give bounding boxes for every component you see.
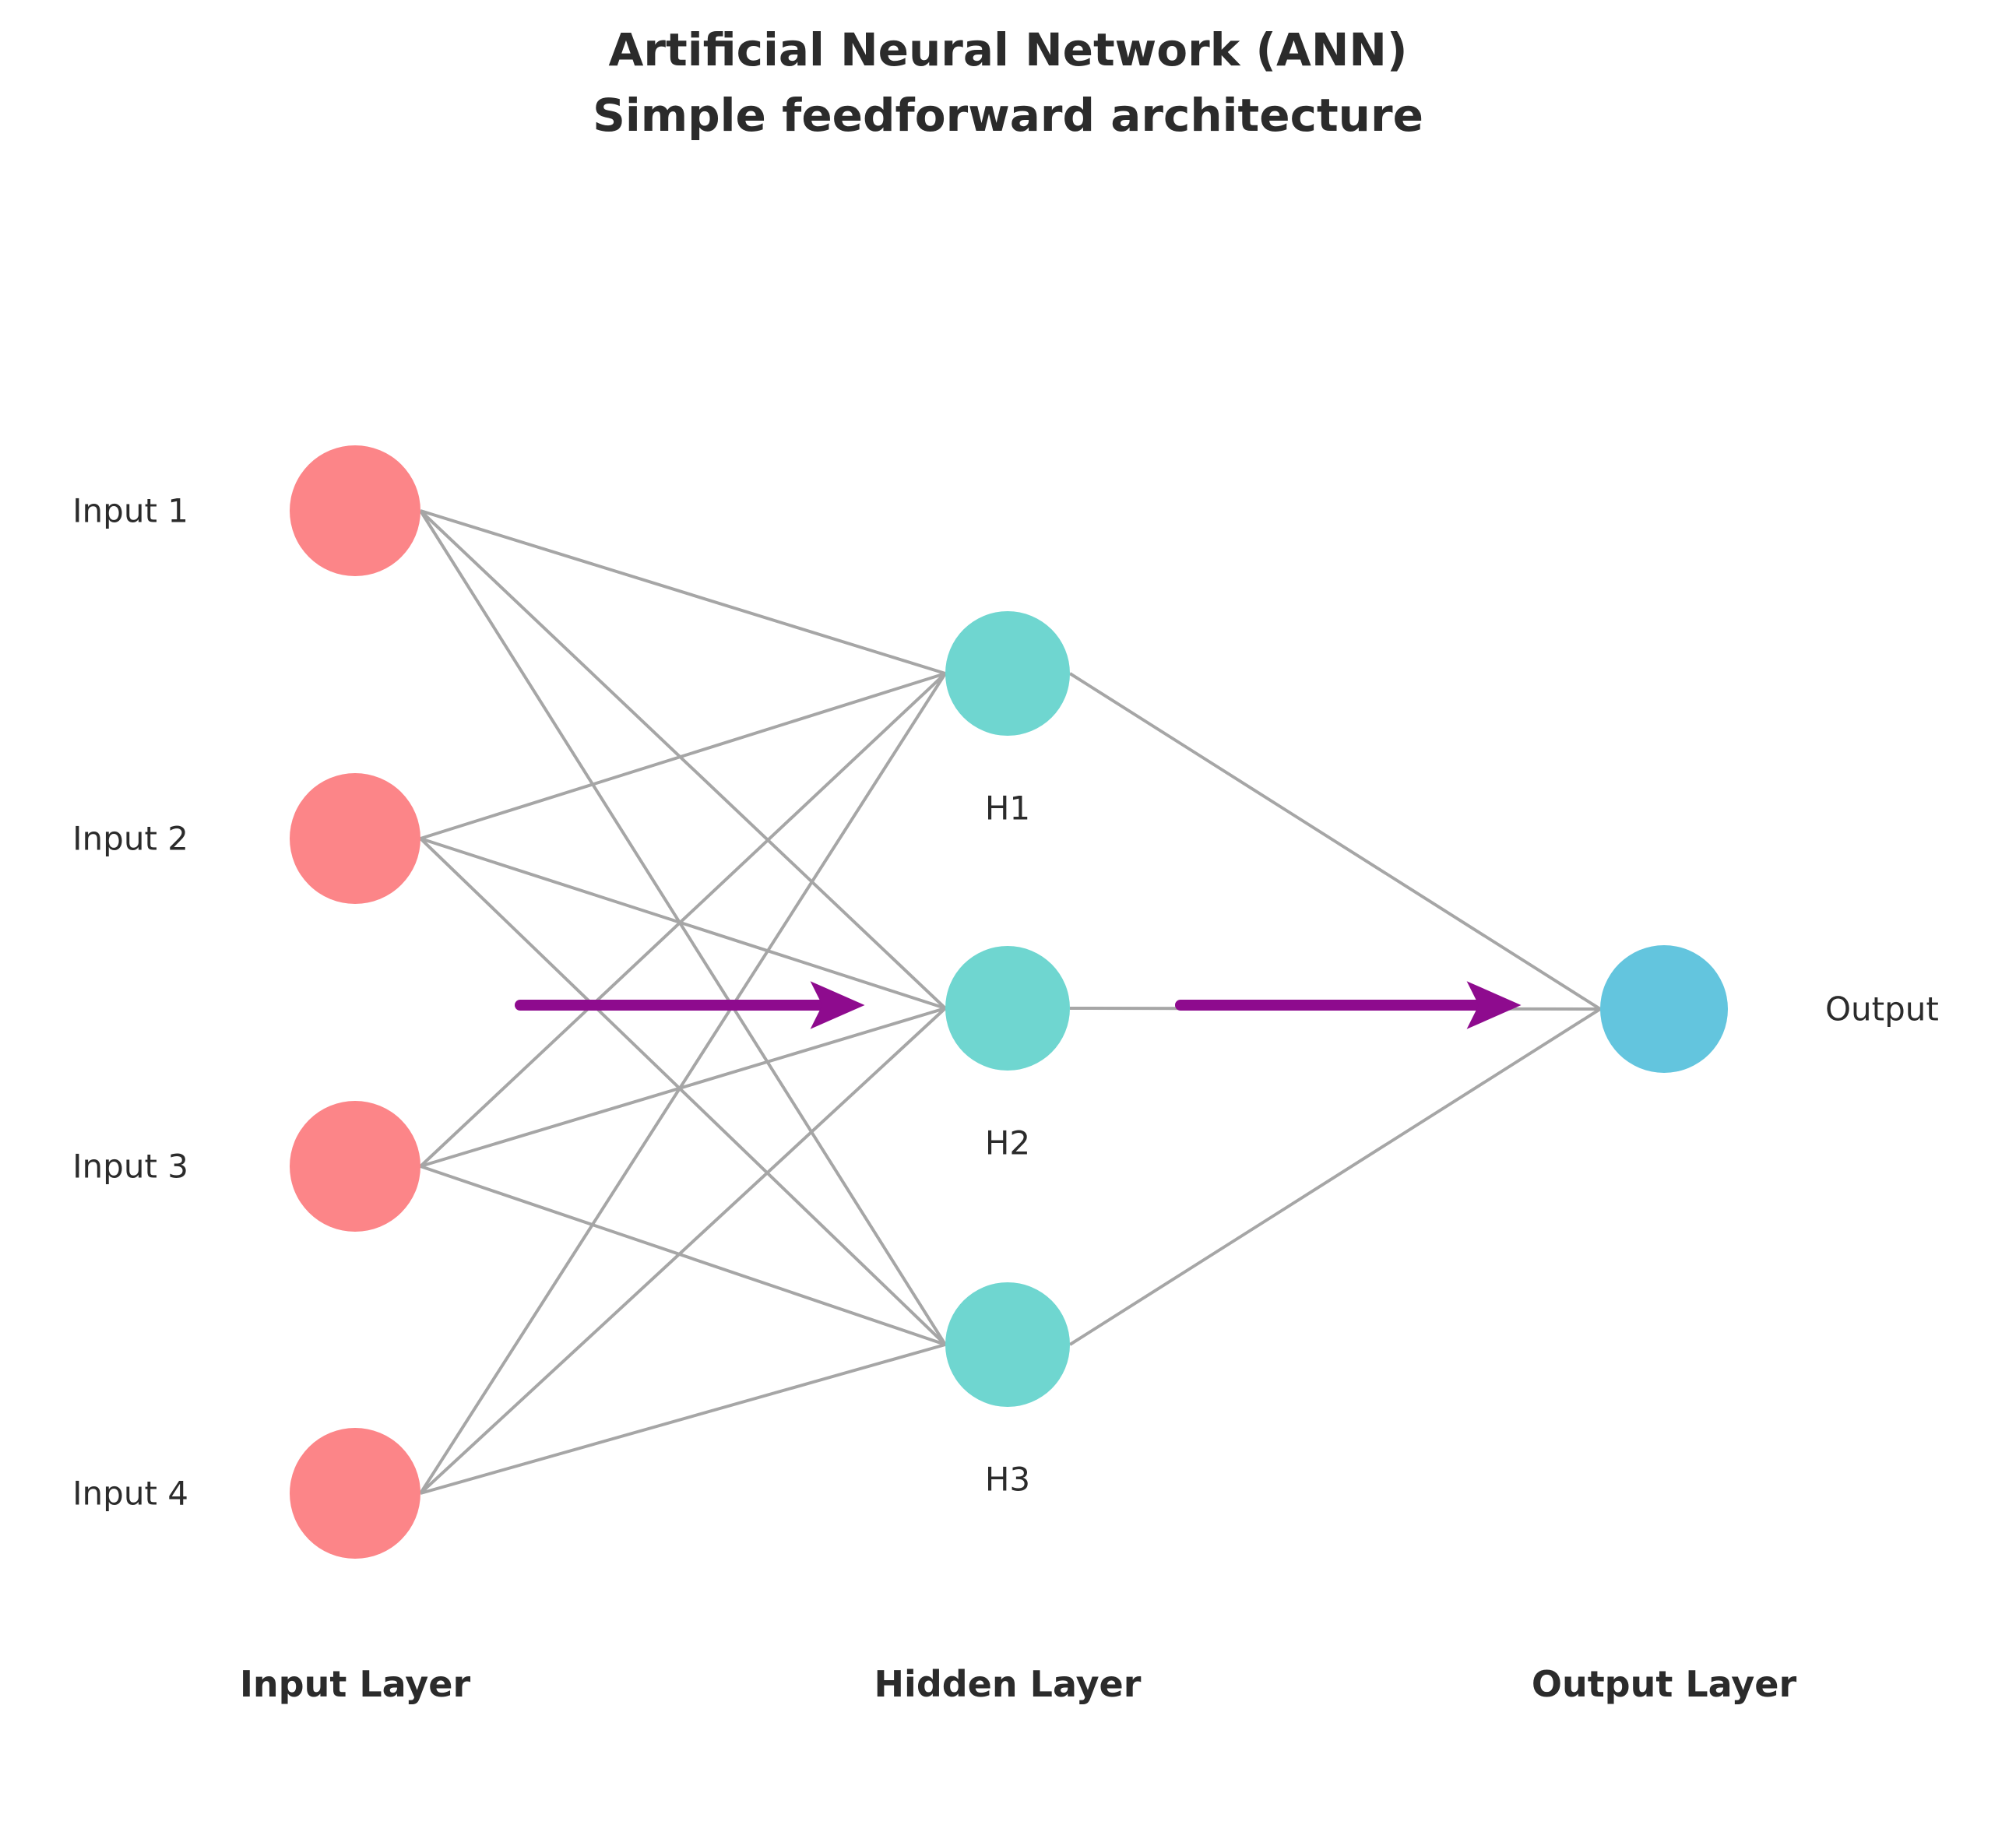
- node-input-3[interactable]: [290, 1428, 420, 1559]
- node-input-1[interactable]: [290, 773, 420, 904]
- node-output-0[interactable]: [1600, 945, 1728, 1073]
- node-label-hidden-1: H2: [984, 1123, 1031, 1162]
- node-hidden-0[interactable]: [945, 611, 1070, 736]
- layer-caption-hidden: Hidden Layer: [874, 1663, 1142, 1705]
- layer-caption-output: Output Layer: [1531, 1663, 1797, 1705]
- edge-input-3-to-hidden-0: [419, 672, 947, 1495]
- node-hidden-2[interactable]: [945, 1282, 1070, 1407]
- edge-input-0-to-hidden-0: [420, 509, 946, 675]
- edge-input-2-to-hidden-2: [420, 1165, 946, 1346]
- node-label-input-1: Input 2: [72, 819, 188, 858]
- node-hidden-1[interactable]: [945, 946, 1070, 1071]
- edge-input-1-to-hidden-1: [420, 837, 946, 1010]
- node-label-hidden-0: H1: [984, 789, 1031, 828]
- node-input-0[interactable]: [290, 445, 420, 576]
- node-label-output-0: Output: [1825, 990, 1939, 1028]
- edge-input-0-to-hidden-2: [419, 509, 947, 1346]
- edge-input-3-to-hidden-2: [420, 1343, 946, 1495]
- layer-caption-input: Input Layer: [239, 1663, 471, 1705]
- edge-input-1-to-hidden-2: [419, 837, 947, 1346]
- edge-input-2-to-hidden-0: [419, 672, 947, 1168]
- edge-hidden-2-to-output-0: [1068, 1007, 1602, 1346]
- node-group: [290, 445, 1728, 1559]
- node-label-input-3: Input 4: [72, 1474, 188, 1513]
- node-label-input-2: Input 3: [72, 1147, 188, 1186]
- node-label-input-0: Input 1: [72, 491, 188, 530]
- edge-input-2-to-hidden-1: [420, 1007, 946, 1168]
- edge-hidden-0-to-output-0: [1068, 672, 1602, 1011]
- node-label-hidden-2: H3: [984, 1460, 1031, 1499]
- edge-input-3-to-hidden-1: [419, 1007, 947, 1495]
- node-input-2[interactable]: [290, 1101, 420, 1232]
- edge-input-0-to-hidden-1: [419, 509, 947, 1010]
- edge-input-1-to-hidden-0: [420, 672, 946, 840]
